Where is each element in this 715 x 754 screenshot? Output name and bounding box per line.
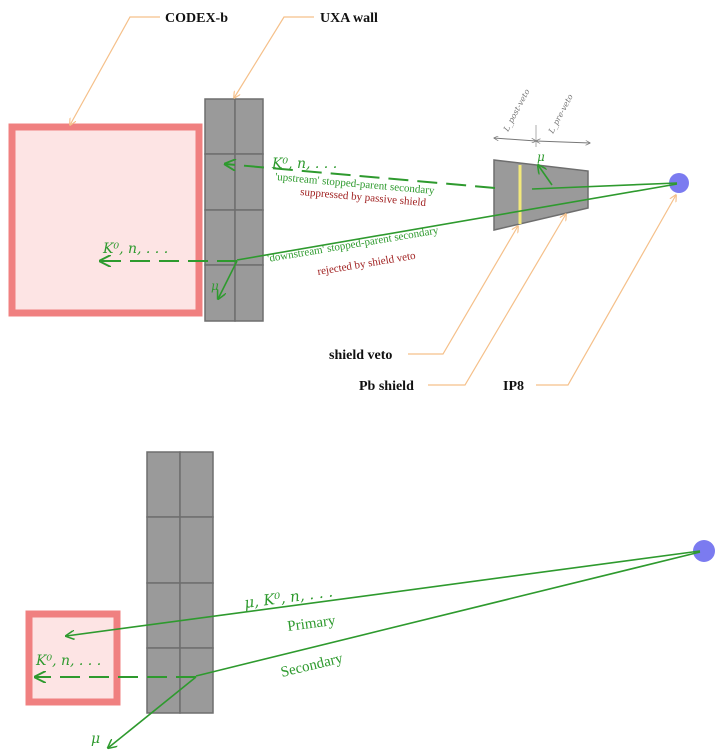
top-panel: L_post-veto L_pre-veto CODEX-b UXA wall …	[8, 11, 689, 394]
bottom-ip-dot	[693, 540, 715, 562]
primary-particles-label: μ, K⁰, n, . . .	[243, 582, 334, 611]
l-pre-veto-label: L_pre-veto	[546, 93, 575, 136]
codex-b-box	[8, 123, 203, 317]
shield-veto-leader	[408, 226, 518, 355]
primary-track	[66, 550, 701, 636]
l-post-veto-label: L_post-veto	[501, 87, 531, 133]
primary-label: Primary	[286, 613, 336, 635]
shield-veto-label: shield veto	[329, 348, 392, 363]
l-pre-veto-dimension	[536, 141, 590, 143]
codex-particles-label: K⁰, n, . . .	[35, 653, 101, 669]
bottom-muon-track	[108, 676, 197, 748]
pb-shield-leader	[428, 214, 566, 386]
wall-muon-label: μ	[211, 279, 219, 293]
ip8-dot	[669, 173, 689, 193]
shield-muon-label: μ	[537, 150, 545, 164]
bottom-muon-label: μ	[91, 731, 100, 747]
upstream-primary-track	[531, 182, 678, 190]
shield-muon-track	[538, 165, 553, 186]
wall-muon-track	[218, 260, 238, 299]
uxa-wall-label: UXA wall	[320, 11, 378, 26]
l-post-veto-dimension	[494, 138, 536, 141]
uxa-leader	[234, 16, 314, 98]
upstream-secondary-track	[225, 164, 496, 189]
codex-b-label: CODEX-b	[165, 11, 228, 26]
ip8-leader	[536, 195, 676, 386]
secondary-primary-track	[195, 551, 701, 677]
bottom-panel: μ, K⁰, n, . . . Primary Secondary K⁰, n,…	[25, 451, 715, 748]
codex-leader	[70, 16, 160, 125]
downstream-particles-label: K⁰, n, . . .	[102, 241, 168, 257]
ip8-label: IP8	[503, 379, 524, 394]
upstream-particles-label: K⁰, n, . . .	[271, 156, 337, 172]
bottom-codex-b-box	[25, 610, 121, 706]
downstream-primary-track	[236, 183, 678, 261]
bottom-uxa-wall	[146, 451, 214, 714]
secondary-label: Secondary	[279, 650, 345, 680]
pb-shield-label: Pb shield	[359, 379, 414, 394]
